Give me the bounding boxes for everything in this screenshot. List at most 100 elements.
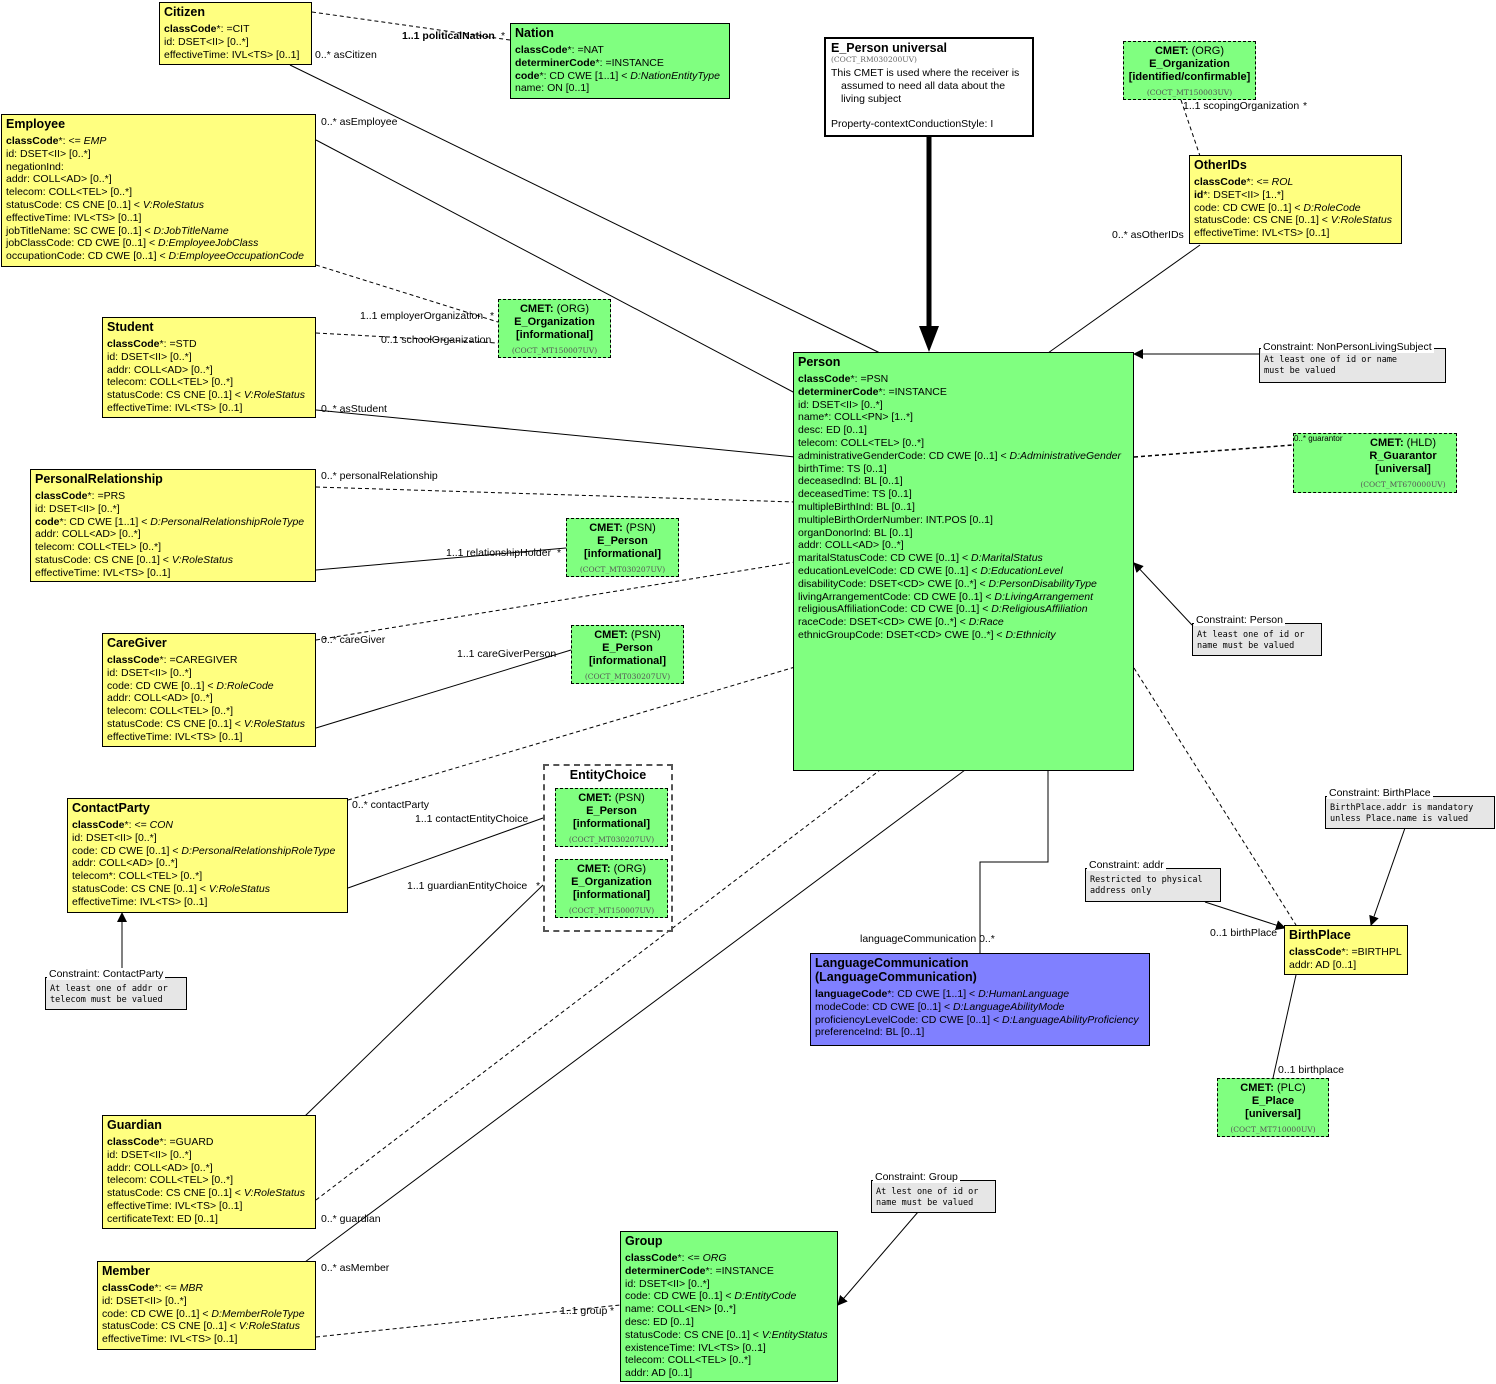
class-attribute: desc: ED [0..1] [625, 1315, 694, 1328]
class-title: Employee [6, 117, 66, 131]
label-as-member: 0..* asMember [321, 1262, 390, 1274]
class-attribute: id: DSET<II> [0..*] [107, 350, 192, 363]
birthplace-place-line [1272, 974, 1297, 1079]
member-person-line [304, 769, 966, 1263]
language-communication-class: LanguageCommunication(LanguageCommunicat… [810, 953, 1150, 1046]
class-attribute: preferenceInd: BL [0..1] [815, 1026, 925, 1039]
class-attribute: id*: DSET<II> [1..*] [1194, 188, 1284, 201]
constraint-nonperson-text: At least one of id or name must be value… [1264, 355, 1398, 376]
class-attribute: id: DSET<II> [0..*] [107, 666, 192, 679]
class-attribute: code: CD CWE [0..1] < D:RoleCode [107, 679, 274, 692]
cmet-id: (COCT_MT150007UV) [511, 346, 598, 355]
class-attribute: livingArrangementCode: CD CWE [0..1] < D… [798, 590, 1094, 603]
label-school-organization: 0..1 schoolOrganization [381, 334, 492, 346]
class-attribute: code: CD CWE [0..1] < D:RoleCode [1194, 201, 1361, 214]
cmet-id: (COCT_MT150007UV) [568, 906, 655, 915]
class-subtitle: (LanguageCommunication) [815, 970, 977, 984]
cmet-name: E_Organization [571, 876, 652, 888]
class-attribute: statusCode: CS CNE [0..1] < V:RoleStatus [102, 1320, 300, 1333]
contact-person-line [347, 666, 796, 801]
cmet-id: (COCT_MT030207UV) [584, 672, 671, 681]
cmet-type: CMET: (ORG) [1154, 45, 1225, 57]
cmet-type: CMET: (ORG) [519, 303, 590, 315]
cmet-mode: [informational] [589, 655, 666, 667]
label-scoping-star: * [1303, 100, 1308, 112]
constraint-addr-text: Restricted to physical address only [1090, 875, 1203, 896]
addr-constraint-line [1204, 901, 1286, 930]
class-attribute: telecom*: COLL<TEL> [0..*] [72, 870, 203, 883]
class-attribute: determinerCode*: =INSTANCE [798, 385, 947, 398]
class-attribute: effectiveTime: IVL<TS> [0..1] [35, 566, 171, 579]
citizen-person-line [289, 64, 881, 354]
cmet-person-relationship: CMET: (PSN)E_Person[informational](COCT_… [566, 518, 679, 577]
class-attribute: effectiveTime: IVL<TS> [0..1] [72, 895, 208, 908]
class-attribute: multipleBirthInd: BL [0..1] [798, 500, 915, 513]
student-org-line [315, 332, 499, 344]
label-guardian-entity-star: * [536, 880, 541, 892]
label-contact-party: 0..* contactParty [352, 799, 430, 811]
label-relationship-holder: 1..1 relationshipHolder [446, 547, 552, 559]
cmet-name: E_Organization [514, 316, 595, 328]
constraint-group-title: Constraint: Group [873, 1171, 960, 1183]
class-attribute: religiousAffiliationCode: CD CWE [0..1] … [798, 603, 1088, 616]
class-attribute: birthTime: TS [0..1] [798, 462, 887, 475]
cmet-mode: [informational] [516, 329, 593, 341]
class-attribute: classCode*: =PSN [798, 373, 889, 385]
class-attribute: effectiveTime: IVL<TS> [0..1] [107, 401, 243, 414]
class-title: Group [625, 1234, 663, 1248]
class-attribute: telecom: COLL<TEL> [0..*] [6, 186, 133, 199]
class-attribute: classCode*: =BIRTHPL [1289, 946, 1402, 958]
entry-title: E_Person universal [831, 41, 948, 55]
entity-choice: EntityChoice CMET: (PSN)E_Person[informa… [543, 764, 673, 932]
class-title: LanguageCommunication [815, 956, 969, 970]
class-title: ContactParty [72, 801, 150, 815]
otherids-person-line [1047, 244, 1201, 354]
cmet-name: R_Guarantor [1369, 450, 1437, 462]
class-attribute: modeCode: CD CWE [0..1] < D:LanguageAbil… [815, 1000, 1065, 1013]
birthplace-constraint-line [1369, 827, 1406, 926]
class-attribute: classCode*: <= CON [72, 819, 173, 831]
class-attribute: classCode*: <= MBR [102, 1282, 203, 1294]
cmet-mode: [universal] [1245, 1108, 1301, 1120]
cmet-mode: [informational] [573, 818, 650, 830]
constraint-contactparty-text: At least one of addr or telecom must be … [50, 984, 168, 1005]
class-attribute: disabilityCode: DSET<CD> CWE [0..*] < D:… [798, 577, 1097, 590]
class-title: Nation [515, 26, 554, 40]
cmet-id: (COCT_MT030207UV) [579, 565, 666, 574]
cmet-organization-identified: CMET: (ORG)E_Organization[identified/con… [1123, 41, 1256, 100]
constraint-nonperson: At least one of id or name must be value… [1259, 348, 1446, 383]
class-attribute: addr: AD [0..1] [1289, 958, 1357, 971]
class-attribute: determinerCode*: =INSTANCE [515, 56, 664, 69]
cmet-id: (COCT_MT150003UV) [1146, 88, 1233, 97]
class-attribute: telecom: COLL<TEL> [0..*] [35, 541, 162, 554]
birthplace-person-line [1133, 667, 1297, 926]
cmet-id: (COCT_MT710000UV) [1230, 1125, 1316, 1134]
label-employer-star: * [490, 310, 495, 322]
class-attribute: jobTitleName: SC CWE [0..1] < D:JobTitle… [6, 224, 229, 237]
class-attribute: statusCode: CS CNE [0..1] < V:RoleStatus [6, 198, 204, 211]
class-attribute: code: CD CWE [0..1] < D:EntityCode [625, 1290, 797, 1303]
class-attribute: effectiveTime: IVL<TS> [0..1] [164, 48, 300, 61]
cmet-organization-choice: CMET: (ORG)E_Organization[informational]… [555, 859, 668, 918]
class-attribute: classCode*: =PRS [35, 490, 126, 502]
class-title: Guardian [107, 1118, 162, 1132]
class-attribute: addr: AD [0..1] [625, 1367, 693, 1380]
cmet-type: CMET: (PLC) [1240, 1082, 1306, 1094]
class-attribute: addr: COLL<AD> [0..*] [107, 692, 213, 705]
class-attribute: classCode*: <= EMP [6, 135, 107, 147]
constraint-person: At least one of id or name must be value… [1192, 623, 1322, 656]
constraint-group-text: At lest one of id or name must be valued [876, 1187, 979, 1208]
class-title: Person [798, 355, 841, 369]
label-as-student: 0..* asStudent [321, 403, 387, 415]
label-care-giver-person: 1..1 careGiverPerson [457, 648, 557, 660]
entry-desc-1: This CMET is used where the receiver is [831, 67, 1020, 79]
class-attribute: classCode*: =NAT [515, 44, 604, 56]
class-attribute: addr: COLL<AD> [0..*] [72, 857, 178, 870]
